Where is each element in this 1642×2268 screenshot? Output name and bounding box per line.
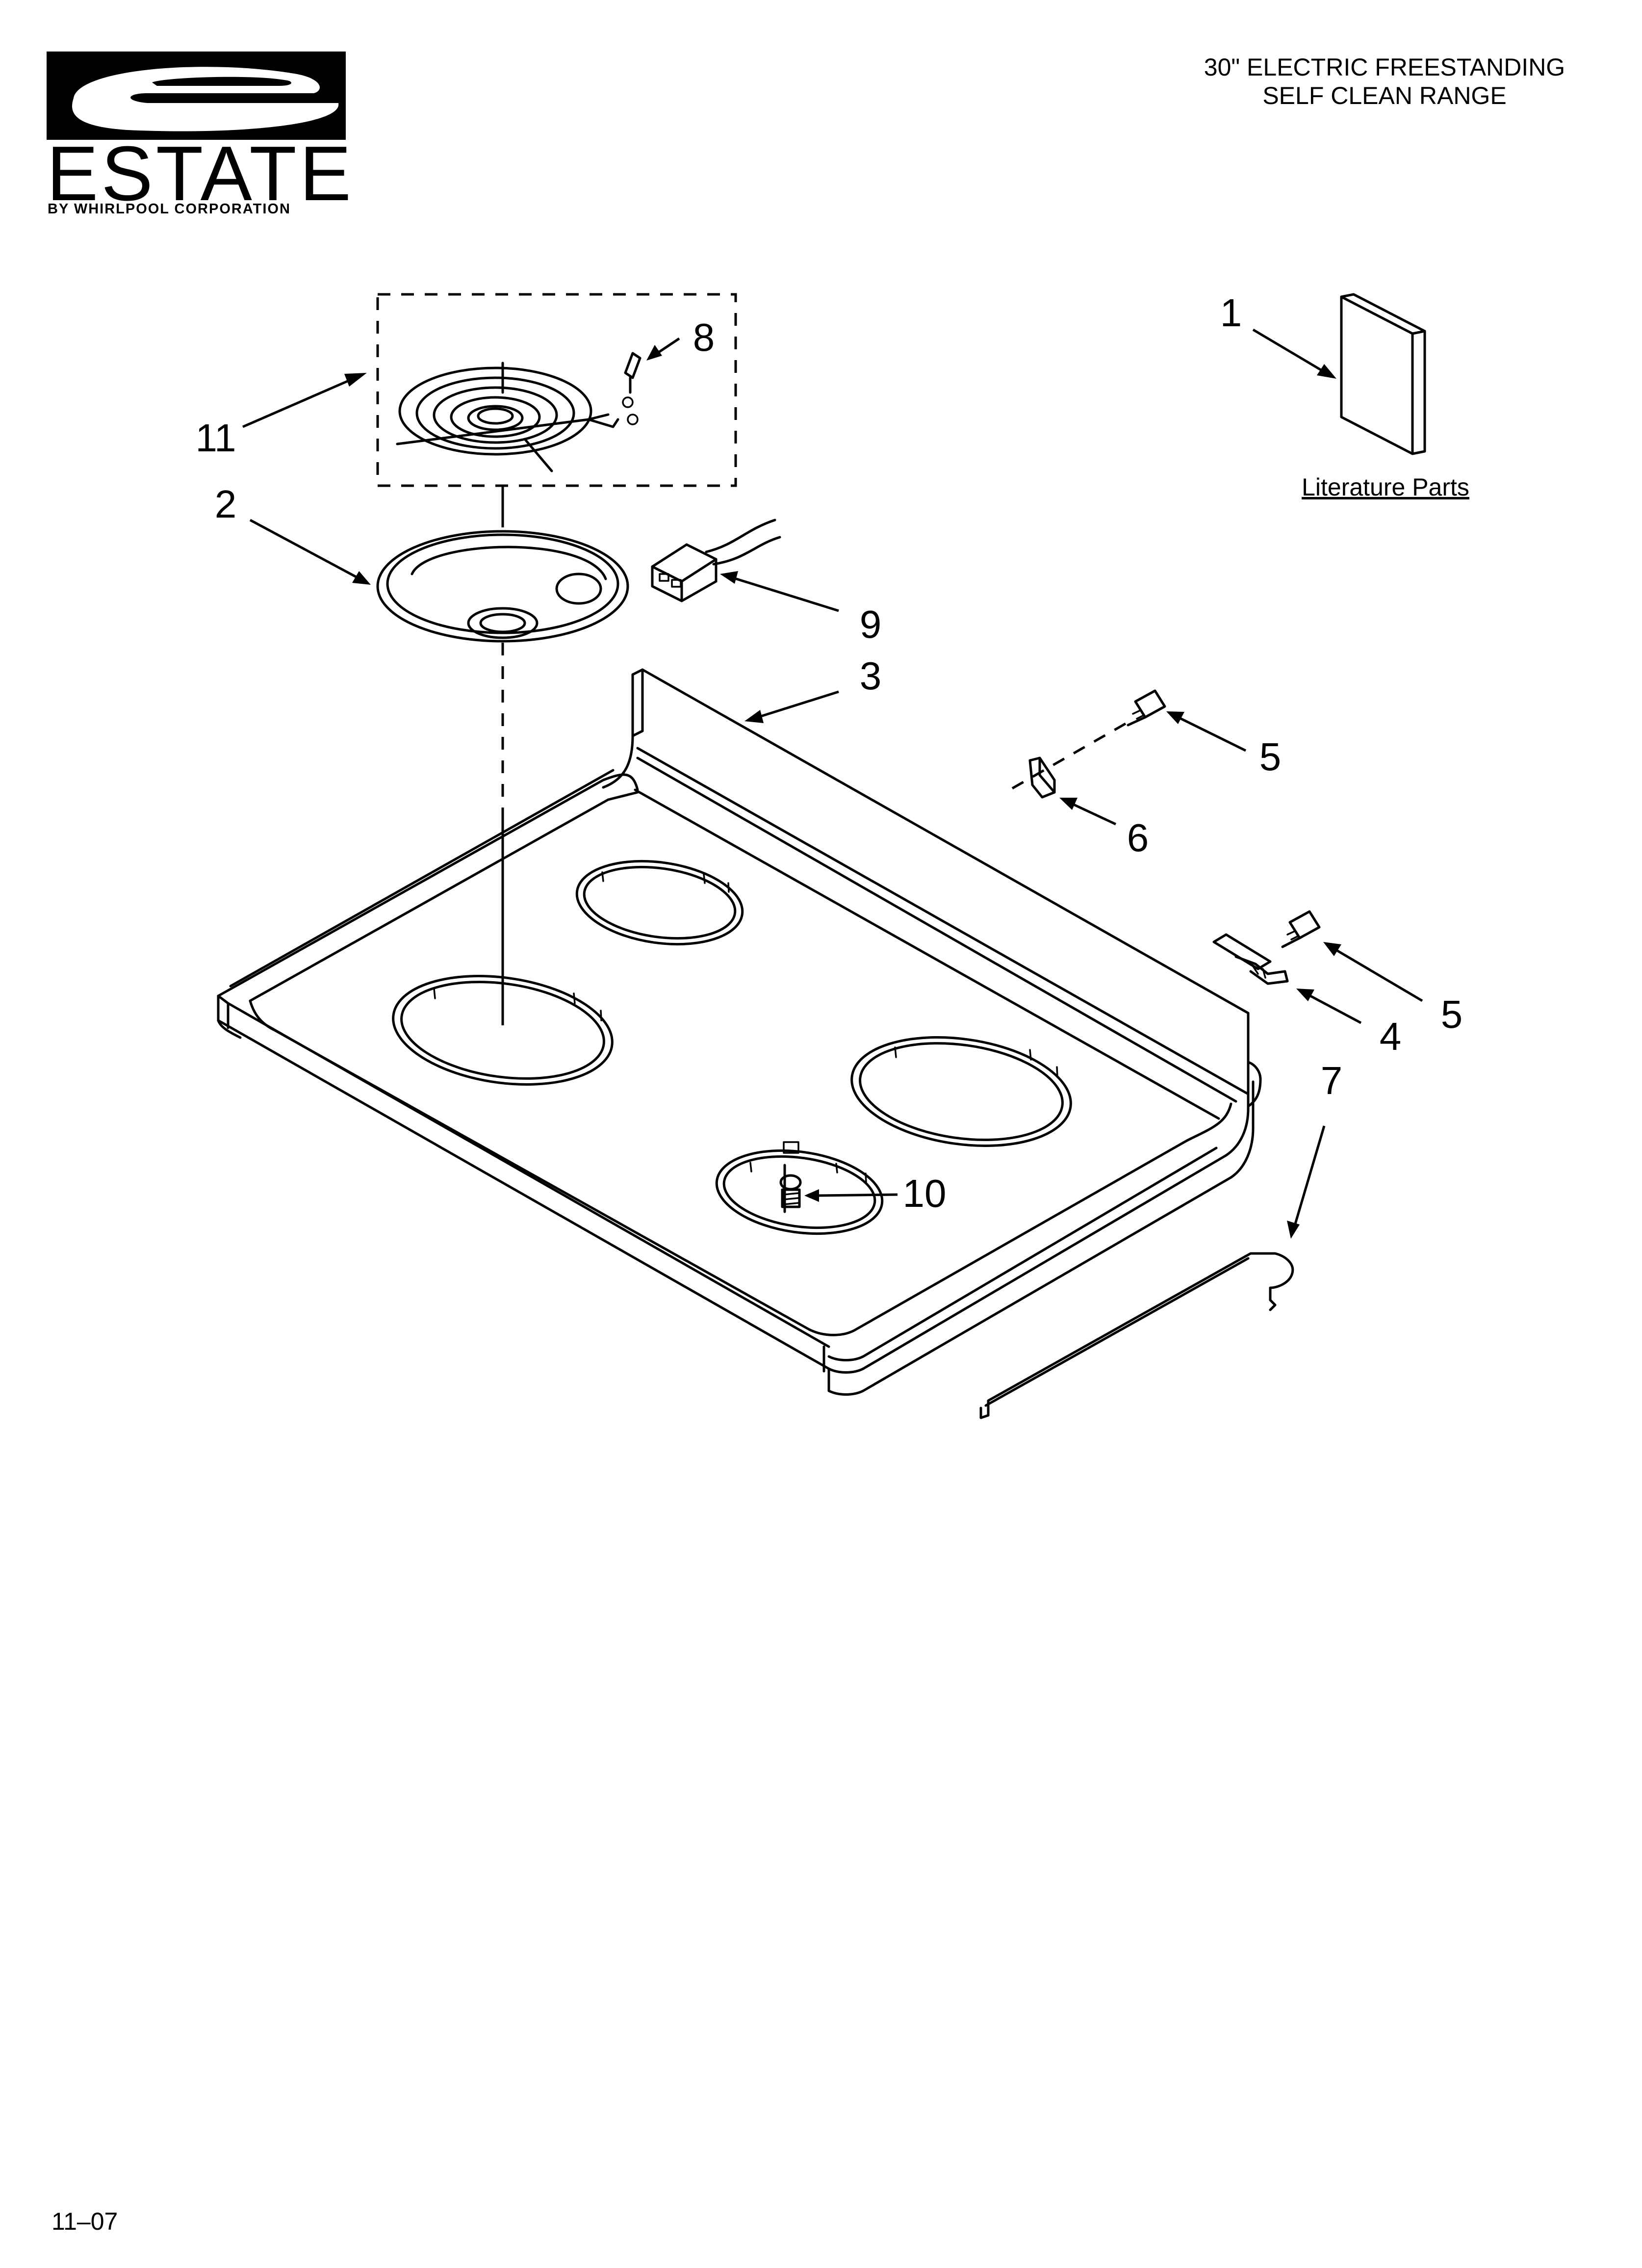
callout-2: 2 [215, 482, 371, 585]
callout-7-label: 7 [1321, 1059, 1343, 1102]
screw-part-10 [779, 1164, 802, 1213]
callout-5-upper-label: 5 [1259, 735, 1282, 779]
screw-part-5-upper [1127, 689, 1166, 727]
callout-4: 4 [1296, 989, 1401, 1058]
receptacle [651, 519, 781, 602]
callout-8-label: 8 [693, 315, 715, 359]
literature-parts-label: Literature Parts [1302, 473, 1469, 501]
screw-alignment-line [1004, 722, 1127, 794]
callout-6-label: 6 [1127, 816, 1149, 860]
callout-10: 10 [804, 1172, 946, 1215]
screw-part-5-lower [1281, 910, 1321, 948]
callout-7: 7 [1287, 1059, 1342, 1239]
callout-5-upper: 5 [1166, 711, 1281, 779]
callout-9-label: 9 [860, 602, 882, 646]
callout-4-label: 4 [1380, 1015, 1402, 1058]
callout-9: 9 [720, 571, 881, 646]
callout-5-lower-label: 5 [1441, 992, 1463, 1036]
drip-bowl [376, 530, 629, 643]
terminal-part-8 [624, 352, 641, 394]
callout-8: 8 [646, 315, 715, 361]
callout-5-lower: 5 [1323, 942, 1462, 1036]
brand-subtitle: BY WHIRLPOOL CORPORATION [48, 201, 291, 217]
rod-part-7 [979, 1252, 1294, 1419]
header-line2: SELF CLEAN RANGE [1262, 82, 1506, 109]
callout-3: 3 [744, 654, 881, 723]
callout-6: 6 [1059, 798, 1149, 860]
element-assembly-box [376, 293, 737, 487]
callout-11-label: 11 [195, 416, 236, 460]
callout-3-label: 3 [860, 654, 882, 698]
estate-logo: ESTATE BY WHIRLPOOL CORPORATION [47, 52, 354, 217]
clip-part-6 [1028, 756, 1056, 799]
callout-1: 1 [1220, 291, 1336, 379]
bracket-part-4 [1212, 933, 1289, 985]
callout-11: 11 [195, 373, 367, 460]
cooktop [217, 668, 1262, 1396]
surface-element [396, 362, 639, 472]
header-line1: 30" ELECTRIC FREESTANDING [1204, 53, 1565, 81]
callout-10-label: 10 [903, 1172, 947, 1215]
brand-name: ESTATE [47, 130, 354, 217]
literature-part [1340, 293, 1426, 455]
callout-2-label: 2 [215, 482, 237, 526]
date-code: 11–07 [51, 2208, 118, 2235]
callout-1-label: 1 [1220, 291, 1242, 335]
